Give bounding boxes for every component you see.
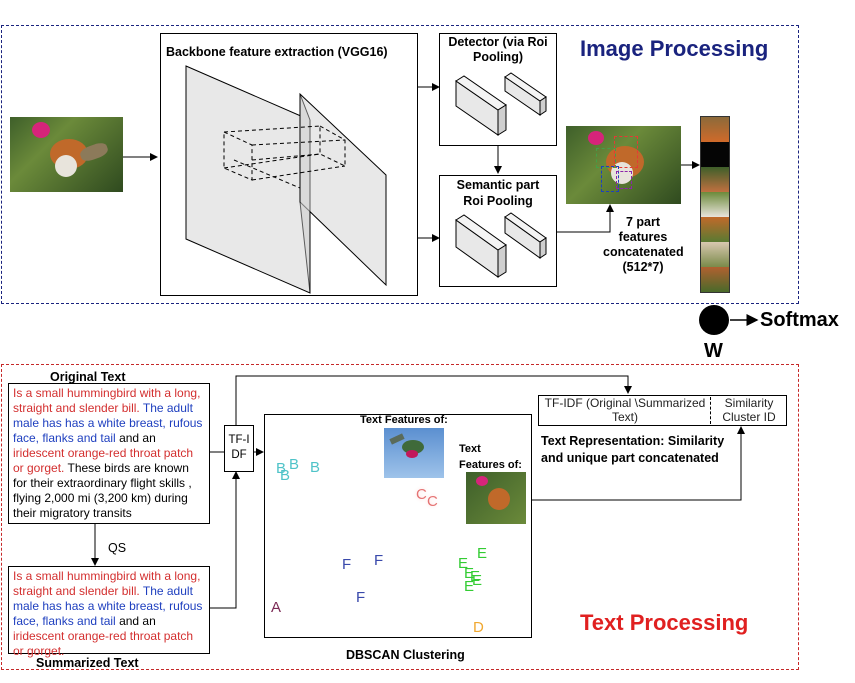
input-bird-image: [10, 117, 123, 192]
representation-label: Text Representation: Similarity and uniq…: [541, 434, 725, 465]
cluster-point-c: C: [416, 486, 427, 503]
summarized-text-title: Summarized Text: [36, 656, 139, 670]
similarity-cell: Similarity Cluster ID: [722, 396, 776, 424]
cluster-point-e: E: [464, 578, 475, 595]
summarized-red-1: Is a small hummingbird with a long, stra…: [13, 569, 201, 598]
cluster-point-b: B: [276, 460, 287, 477]
summarized-text-box: Is a small hummingbird with a long, stra…: [8, 566, 210, 658]
original-black-2: These birds are known for their extraord…: [13, 461, 192, 520]
text-processing-title: Text Processing: [580, 610, 749, 635]
softmax-label: Softmax: [760, 309, 839, 331]
original-black-1: and an: [119, 431, 156, 445]
qs-label: QS: [108, 541, 127, 555]
cluster-point-e: E: [470, 568, 481, 585]
hummingbird-image-2: [466, 472, 526, 524]
original-red-2: iridescent orange-red throat patch or go…: [13, 446, 194, 475]
cluster-point-b: B: [289, 456, 300, 473]
w-label: W: [704, 340, 723, 362]
w-node: [699, 305, 729, 335]
semantic-part-label: Semantic part Roi Pooling: [456, 178, 540, 208]
table-divider: [710, 397, 711, 424]
representation-table: [538, 395, 787, 426]
original-red-1: Is a small hummingbird with a long, stra…: [13, 386, 201, 415]
tfidf-box: TF-IDF: [224, 425, 254, 472]
cluster-point-e: E: [472, 572, 483, 589]
cluster-point-d: D: [473, 619, 484, 636]
image-processing-title: Image Processing: [580, 36, 769, 61]
part-crops-strip: [700, 116, 730, 293]
tfidf-cell: TF-IDF (Original \Summarized Text): [544, 396, 706, 424]
detector-label: Detector (via Roi Pooling): [448, 35, 548, 64]
detected-parts-image: [566, 126, 681, 204]
part-features-label: 7 part features concatenated (512*7): [603, 215, 684, 274]
cluster-point-a: A: [271, 599, 282, 616]
cluster-point-c: C: [427, 493, 438, 510]
summarized-red-2: iridescent orange-red throat patch or go…: [13, 629, 194, 658]
backbone-label: Backbone feature extraction (VGG16): [166, 45, 388, 59]
dbscan-plot: [264, 414, 532, 638]
cluster-point-e: E: [464, 565, 475, 582]
cluster-point-f: F: [356, 589, 366, 606]
original-text-title: Original Text: [50, 370, 126, 384]
text-features-label-2: Text Features of:: [459, 443, 522, 471]
text-processing-region: [1, 364, 799, 670]
cluster-point-e: E: [477, 545, 488, 562]
cluster-point-f: F: [374, 552, 384, 569]
summarized-black-1: and an: [119, 614, 156, 628]
image-processing-region: [1, 25, 799, 304]
text-features-label-1: Text Features of:: [360, 414, 448, 426]
cluster-point-b: B: [310, 459, 321, 476]
summarized-blue-1: The adult male has has a white breast, r…: [13, 584, 203, 628]
cluster-point-e: E: [458, 555, 469, 572]
cluster-point-f: F: [342, 556, 352, 573]
original-text-box: Is a small hummingbird with a long, stra…: [8, 383, 210, 524]
dbscan-label: DBSCAN Clustering: [346, 648, 465, 662]
original-blue-1: The adult male has has a white breast, r…: [13, 401, 203, 445]
hummingbird-image-1: [384, 428, 444, 478]
cluster-point-b: B: [280, 467, 291, 484]
